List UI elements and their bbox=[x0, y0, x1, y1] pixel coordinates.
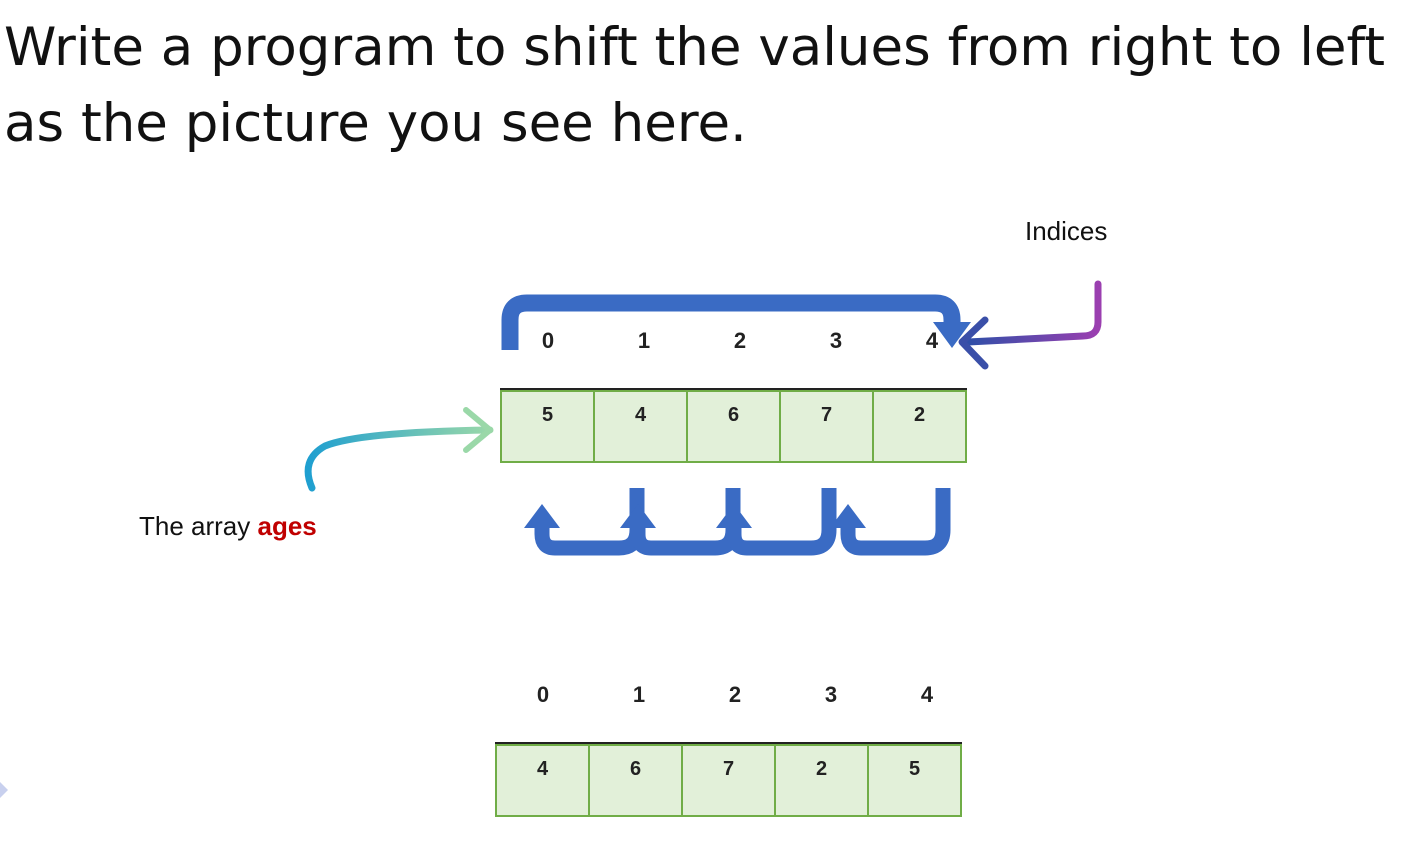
array-name: ages bbox=[257, 511, 317, 541]
slide-title: Write a program to shift the values from… bbox=[4, 17, 1386, 154]
index-label: 1 bbox=[637, 328, 651, 353]
before-indices: 0 1 2 3 4 bbox=[500, 328, 980, 354]
array-label: The array ages bbox=[139, 511, 317, 542]
array-cell: 2 bbox=[872, 390, 967, 463]
index-label: 1 bbox=[632, 682, 646, 707]
after-array: 4 6 7 2 5 bbox=[495, 742, 962, 817]
after-indices: 0 1 2 3 4 bbox=[495, 682, 975, 708]
array-cell: 4 bbox=[495, 744, 590, 817]
wraparound-arrow bbox=[501, 294, 961, 350]
array-cell: 7 bbox=[681, 744, 776, 817]
shift-arrow-3 bbox=[716, 488, 837, 556]
array-cell: 4 bbox=[593, 390, 688, 463]
wraparound-arrowhead bbox=[933, 322, 971, 348]
array-pointer-arrow bbox=[304, 426, 494, 492]
shift-arrow-4 bbox=[830, 488, 951, 556]
array-pointer-arrowhead bbox=[463, 407, 493, 453]
indices-pointer-arrow bbox=[964, 280, 1102, 346]
index-label: 3 bbox=[829, 328, 843, 353]
slide-edge-marker bbox=[0, 782, 8, 798]
index-label: 4 bbox=[920, 682, 934, 707]
indices-pointer-arrowhead bbox=[958, 316, 989, 370]
array-label-prefix: The array bbox=[139, 511, 258, 541]
index-label: 3 bbox=[824, 682, 838, 707]
array-cell: 2 bbox=[774, 744, 869, 817]
shift-arrow-1 bbox=[524, 488, 645, 556]
array-cell: 5 bbox=[500, 390, 595, 463]
index-label: 0 bbox=[541, 328, 555, 353]
array-cell: 7 bbox=[779, 390, 874, 463]
array-cell: 6 bbox=[588, 744, 683, 817]
index-label: 0 bbox=[536, 682, 550, 707]
array-cell: 5 bbox=[867, 744, 962, 817]
before-array: 5 4 6 7 2 bbox=[500, 388, 967, 463]
index-label: 2 bbox=[728, 682, 742, 707]
index-label: 4 bbox=[925, 328, 939, 353]
array-cell: 6 bbox=[686, 390, 781, 463]
indices-label: Indices bbox=[1025, 216, 1108, 246]
index-label: 2 bbox=[733, 328, 747, 353]
